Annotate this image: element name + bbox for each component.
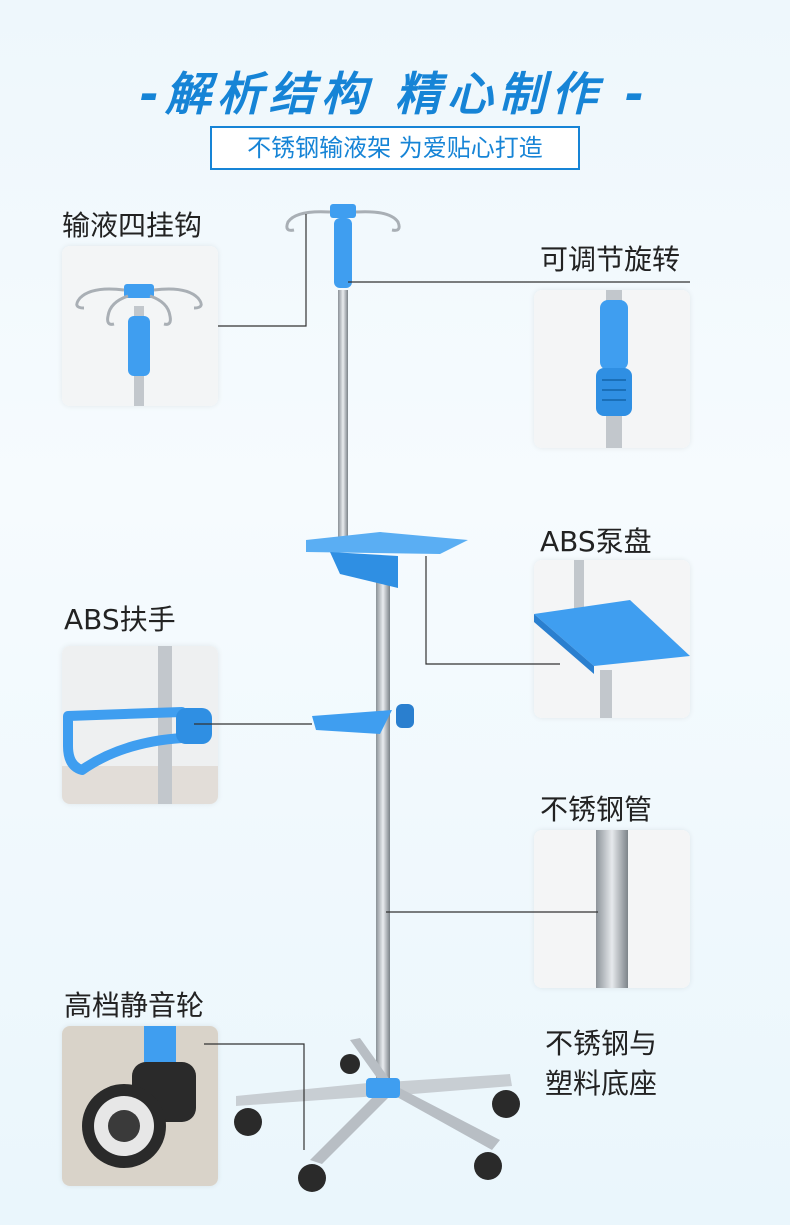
label-four-hooks: 输液四挂钩 xyxy=(62,209,203,242)
label-base-line2: 塑料底座 xyxy=(545,1067,658,1100)
label-base-line1: 不锈钢与 xyxy=(545,1027,658,1060)
tube-detail-photo xyxy=(534,830,690,988)
knob-icon xyxy=(534,290,690,448)
handle-icon xyxy=(62,646,218,804)
caster-detail-photo xyxy=(62,1026,218,1186)
label-abs-tray: ABS泵盘 xyxy=(540,525,652,558)
tray-detail-photo xyxy=(534,560,690,718)
wheel-icon xyxy=(62,1026,218,1186)
label-casters: 高档静音轮 xyxy=(64,989,205,1022)
label-adjustable: 可调节旋转 xyxy=(540,243,681,276)
tray-icon xyxy=(534,560,690,718)
base-icon xyxy=(234,1038,520,1192)
label-abs-handle: ABS扶手 xyxy=(64,603,176,636)
tube-icon xyxy=(534,830,690,988)
hook-icon xyxy=(62,246,218,406)
handle-detail-photo xyxy=(62,646,218,804)
hooks-detail-photo xyxy=(62,246,218,406)
label-base: 不锈钢与 塑料底座 xyxy=(545,1024,685,1104)
page-title: -解析结构 精心制作 - xyxy=(139,67,651,121)
page-subtitle: 不锈钢输液架 为爱贴心打造 xyxy=(210,126,580,170)
label-steel-tube: 不锈钢管 xyxy=(540,793,653,826)
knob-detail-photo xyxy=(534,290,690,448)
